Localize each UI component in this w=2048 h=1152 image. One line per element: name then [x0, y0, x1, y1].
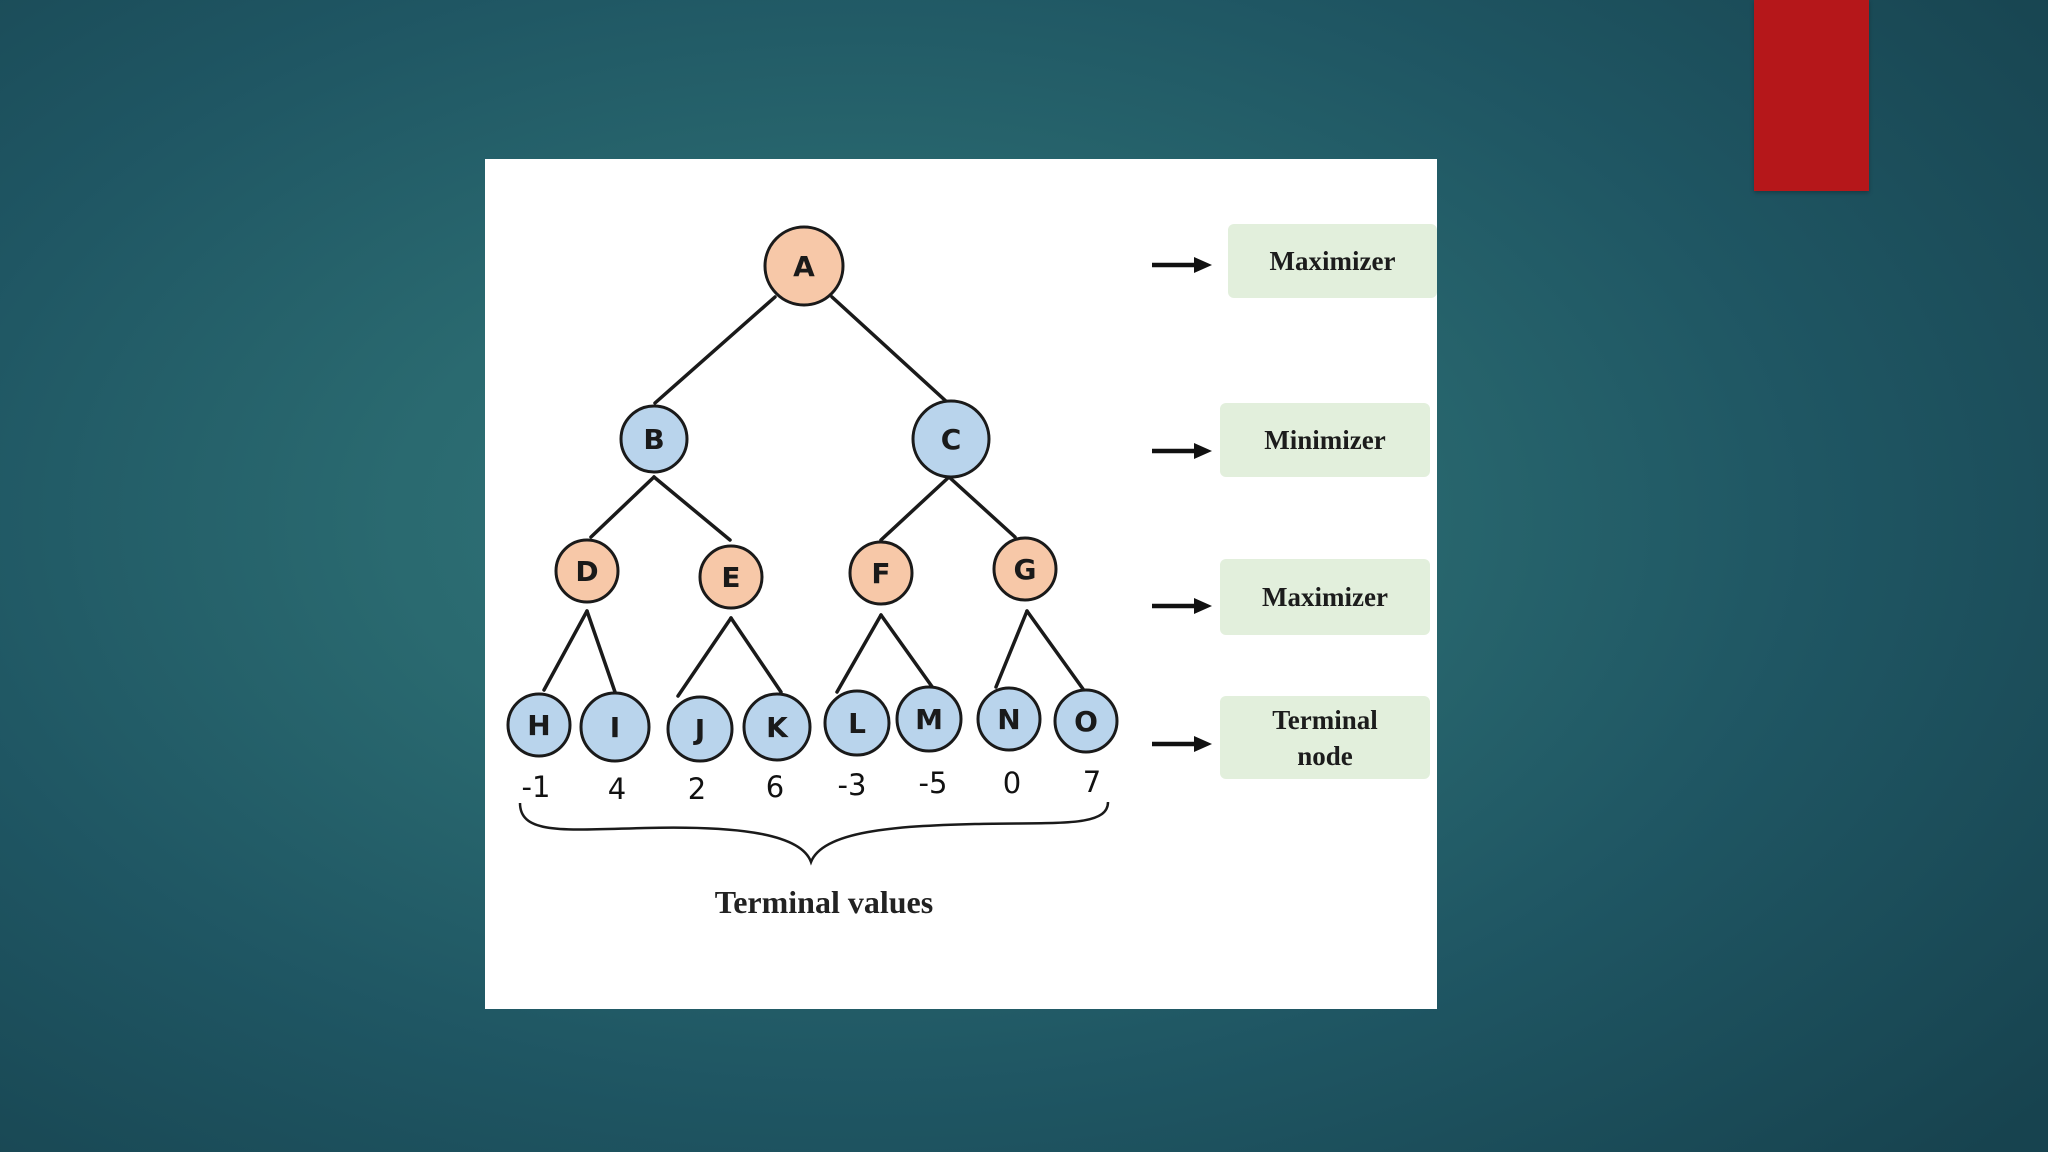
legend-maximizer-bottom-label: Maximizer [1262, 582, 1388, 612]
edge-a-b [653, 295, 777, 405]
tree-node-e: E [698, 544, 764, 610]
node-m-label: M [915, 703, 943, 736]
node-k-circle [742, 692, 812, 762]
node-g-circle [992, 536, 1058, 602]
terminal-value-l: -3 [838, 768, 867, 802]
right-arrow-icon [1152, 443, 1212, 459]
node-j-circle [666, 695, 734, 763]
right-arrow-icon [1152, 257, 1212, 273]
terminal-value-j: 2 [688, 772, 706, 806]
edge-e-k [729, 616, 783, 694]
node-o-label: O [1074, 705, 1098, 738]
node-n-label: N [997, 703, 1020, 736]
legend-maximizer-top-label: Maximizer [1269, 246, 1396, 276]
edge-e-j [676, 616, 733, 698]
node-d-circle [554, 538, 620, 604]
node-a-label: A [793, 250, 815, 283]
terminal-value-m: -5 [919, 766, 948, 800]
tree-node-b: B [619, 404, 689, 474]
legend-maximizer-top: Maximizer [1228, 224, 1437, 298]
legend-maximizer-bottom: Maximizer [1220, 559, 1430, 635]
tree-node-f: F [848, 540, 914, 606]
node-g-label: G [1014, 553, 1037, 586]
edge-f-l [835, 613, 883, 694]
tree-node-g: G [992, 536, 1058, 602]
node-h-circle [506, 692, 572, 758]
edge-c-g [947, 475, 1017, 539]
node-m-circle [895, 685, 963, 753]
tree-node-n: N [976, 686, 1042, 752]
edge-c-f [879, 475, 951, 542]
node-k-label: K [766, 711, 789, 744]
right-arrow-icon [1152, 598, 1212, 614]
legend-terminal-node-label-line1: Terminal [1272, 704, 1378, 735]
node-l-label: L [848, 707, 866, 740]
node-n-circle [976, 686, 1042, 752]
edge-g-o [1025, 609, 1085, 691]
edge-a-c [830, 295, 950, 405]
node-i-label: I [610, 711, 620, 744]
node-i-circle [579, 691, 651, 763]
tree-node-h: H [506, 692, 572, 758]
node-f-circle [848, 540, 914, 606]
tree-edges [542, 295, 1085, 698]
edge-g-n [994, 609, 1029, 689]
tree-node-o: O [1053, 688, 1119, 754]
terminal-value-i: 4 [608, 772, 626, 806]
edge-b-e [652, 475, 732, 542]
node-a-circle [763, 225, 845, 307]
node-c-circle [911, 399, 991, 479]
tree-node-k: K [742, 692, 812, 762]
node-e-label: E [721, 561, 740, 594]
node-h-label: H [527, 709, 550, 742]
node-j-label: J [693, 713, 705, 746]
node-l-circle [823, 689, 891, 757]
terminal-values: -1 4 2 6 -3 -5 0 7 [522, 765, 1102, 806]
tree-node-c: C [911, 399, 991, 479]
diagram-card: A B C D E F G H [485, 159, 1437, 1009]
right-arrow-icon [1152, 736, 1212, 752]
tree-node-i: I [579, 691, 651, 763]
terminal-value-h: -1 [522, 770, 551, 804]
node-o-circle [1053, 688, 1119, 754]
legend-minimizer: Minimizer [1220, 403, 1430, 477]
terminal-values-caption: Terminal values [715, 884, 933, 920]
node-e-circle [698, 544, 764, 610]
node-c-label: C [941, 423, 962, 456]
tree-node-d: D [554, 538, 620, 604]
edge-d-i [585, 609, 617, 694]
minimax-tree-diagram: A B C D E F G H [506, 225, 1119, 920]
node-b-label: B [643, 423, 664, 456]
tree-node-m: M [895, 685, 963, 753]
terminal-value-n: 0 [1003, 766, 1021, 800]
terminal-value-o: 7 [1083, 765, 1101, 799]
legend-terminal-node-label-line2: node [1297, 740, 1353, 771]
edge-d-h [542, 609, 589, 692]
node-f-label: F [871, 557, 890, 590]
tree-node-l: L [823, 689, 891, 757]
legend-minimizer-label: Minimizer [1264, 425, 1386, 455]
tree-node-a: A [763, 225, 845, 307]
tree-node-j: J [666, 695, 734, 763]
terminal-values-brace [518, 801, 1110, 866]
accent-bar [1754, 0, 1869, 191]
edge-b-d [589, 475, 656, 539]
node-b-circle [619, 404, 689, 474]
node-d-label: D [575, 555, 598, 588]
edge-f-m [879, 613, 935, 690]
legend-terminal-node: Terminal node [1220, 696, 1430, 779]
terminal-value-k: 6 [766, 770, 784, 804]
